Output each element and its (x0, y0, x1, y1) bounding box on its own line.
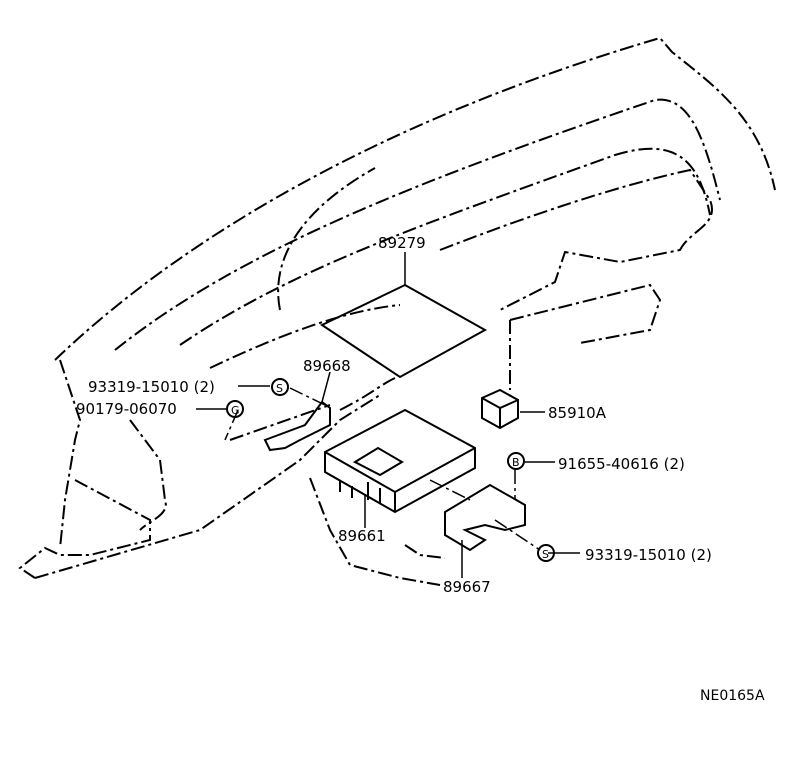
part-89668-bracket (263, 400, 331, 452)
bolt-right-symbol (507, 452, 525, 470)
screw-right-letter: S (542, 548, 549, 561)
bolt-right-letter: B (512, 456, 520, 469)
diagram-code: NE0165A (700, 688, 765, 704)
label-93319-left: 93319-15010 (2) (88, 378, 215, 396)
label-89667: 89667 (443, 578, 491, 596)
label-89279: 89279 (378, 234, 426, 252)
label-89668: 89668 (303, 357, 351, 375)
label-89661: 89661 (338, 527, 386, 545)
label-93319-right: 93319-15010 (2) (585, 546, 712, 564)
label-91655: 91655-40616 (2) (558, 455, 685, 473)
screw-left-letter: S (276, 382, 283, 395)
label-85910a: 85910A (548, 404, 607, 422)
screw-left-symbol (271, 378, 289, 396)
part-85910a-relay (481, 388, 519, 430)
leader-lines (196, 252, 580, 578)
part-89279-pad (319, 283, 488, 379)
part-89661-ecu-box (324, 408, 476, 514)
nut-left-letter: G (231, 404, 240, 417)
screw-right-symbol (537, 544, 555, 562)
dashboard-outline (18, 36, 776, 586)
part-89667-bracket (444, 483, 526, 552)
nut-left-symbol (226, 400, 244, 418)
label-90179: 90179-06070 (76, 400, 177, 418)
